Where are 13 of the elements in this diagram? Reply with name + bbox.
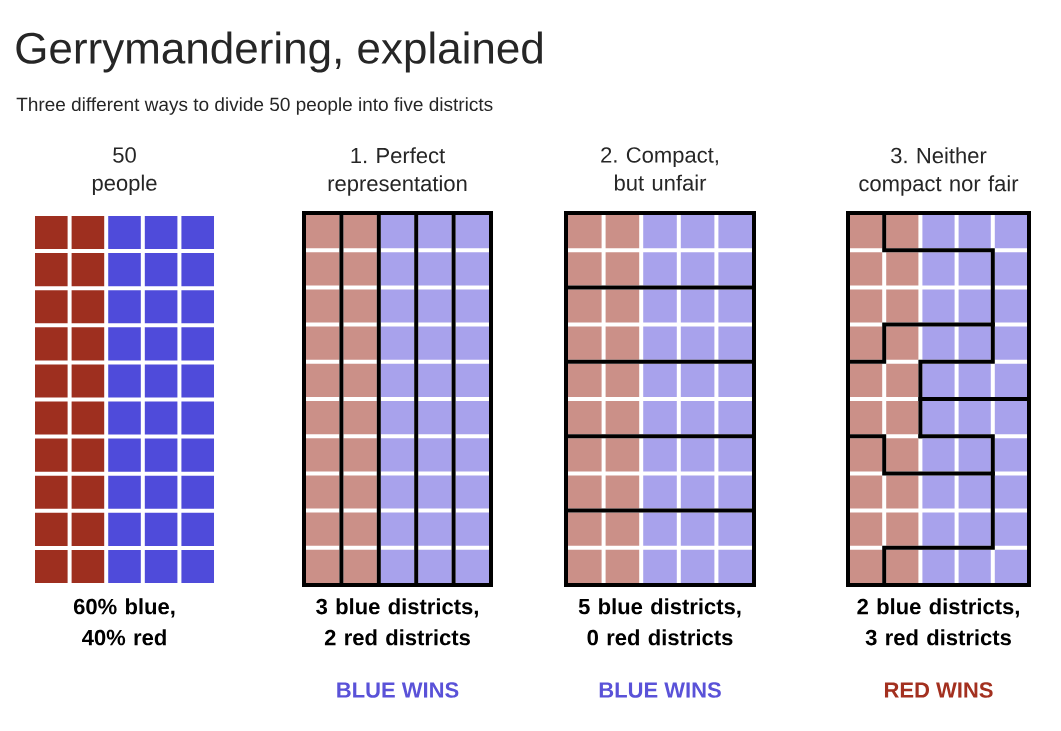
winner-label: RED WINS xyxy=(885,682,993,698)
winner-label: BLUE WINS xyxy=(337,682,459,698)
result-text: 60% blue, 40% red xyxy=(73,598,175,646)
panel-heading: 2. Compact, but unfair xyxy=(601,147,718,191)
panel-heading: 50 people xyxy=(92,147,157,196)
title: Gerrymandering, explained xyxy=(16,31,542,73)
result-text: 3 blue districts, 2 red districts xyxy=(316,598,478,646)
winner-label: BLUE WINS xyxy=(599,682,721,698)
subtitle: Three different ways to divide 50 people into five districts xyxy=(16,97,493,115)
panel-heading: 1. Perfect representation xyxy=(328,147,467,196)
panel-heading: 3. Neither compact nor fair xyxy=(859,147,1019,196)
result-text: 5 blue districts, 0 red districts xyxy=(578,598,741,646)
result-text: 2 blue districts, 3 red districts xyxy=(857,598,1019,646)
